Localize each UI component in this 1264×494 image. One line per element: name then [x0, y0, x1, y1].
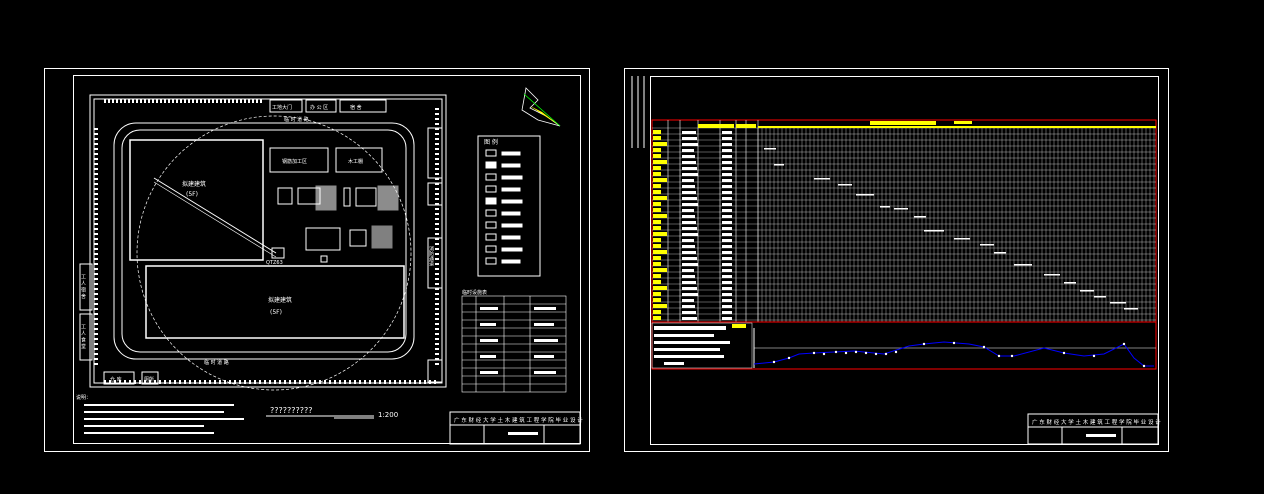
- top-road-labels: 工地大门 办 公 区 宿 舍 临 时 道 路 临 时 道 路: [204, 99, 387, 366]
- svg-text:木工棚: 木工棚: [348, 158, 363, 165]
- temporary-road: [113, 122, 415, 360]
- facility-table: 临时设施表: [461, 289, 567, 393]
- svg-text:仓 库: 仓 库: [110, 376, 122, 383]
- binding-strip: [631, 76, 645, 148]
- site-boundary: [89, 94, 447, 388]
- svg-text:1:200: 1:200: [378, 411, 398, 419]
- svg-text:临 时 道 路: 临 时 道 路: [284, 116, 309, 123]
- resource-chart: [651, 321, 1156, 369]
- bottom-facilities: 仓 库 厕所: [103, 371, 159, 385]
- svg-text:QTZ63: QTZ63: [266, 260, 283, 266]
- notes: 说明：: [76, 394, 244, 434]
- tower-crane: QTZ63: [153, 177, 285, 266]
- svg-text:(5F): (5F): [186, 191, 198, 198]
- svg-text:拟建建筑: 拟建建筑: [182, 180, 206, 188]
- left-side-facilities: 工 人 宿 舍 工 人 食 堂: [79, 263, 93, 361]
- schedule-table: [651, 119, 1157, 370]
- svg-text:广 东 财 经 大 学 土 木 建 筑 工 程 学 院 毕: 广 东 财 经 大 学 土 木 建 筑 工 程 学 院 毕 业 设 计: [1032, 418, 1161, 426]
- drawing-label: ?????????? 1:200: [266, 406, 398, 419]
- title-block: 广 东 财 经 大 学 土 木 建 筑 工 程 学 院 毕 业 设 计: [1027, 413, 1161, 445]
- title-block: 广 东 财 经 大 学 土 木 建 筑 工 程 学 院 毕 业 设 计: [449, 411, 583, 445]
- svg-text:宿 舍: 宿 舍: [350, 104, 362, 111]
- svg-text:临时设施表: 临时设施表: [462, 289, 487, 296]
- svg-text:厕所: 厕所: [144, 376, 154, 383]
- schedule-sheet[interactable]: 广 东 财 经 大 学 土 木 建 筑 工 程 学 院 毕 业 设 计: [624, 68, 1169, 452]
- svg-text:图 例: 图 例: [484, 138, 498, 146]
- svg-text:工地大门: 工地大门: [272, 104, 292, 111]
- svg-text:消防通道: 消防通道: [428, 245, 434, 267]
- north-arrow-icon: [521, 87, 561, 127]
- svg-text:办 公 区: 办 公 区: [310, 104, 328, 111]
- svg-text:工 人 食 堂: 工 人 食 堂: [80, 324, 86, 349]
- building-top: 拟建建筑 (5F): [129, 139, 264, 261]
- right-side-facilities: 消防通道: [427, 127, 443, 383]
- facility-boxes: 钢筋加工区 木工棚: [269, 147, 399, 263]
- svg-text:说明：: 说明：: [76, 394, 91, 401]
- svg-text:??????????: ??????????: [270, 406, 312, 415]
- svg-text:临 时 道 路: 临 时 道 路: [204, 359, 229, 366]
- svg-text:工 人 宿 舍: 工 人 宿 舍: [80, 274, 86, 300]
- crane-reach-circle: [136, 115, 412, 391]
- svg-text:拟建建筑: 拟建建筑: [268, 296, 292, 304]
- legend: 图 例: [477, 135, 541, 277]
- svg-text:广 东 财 经 大 学 土 木 建 筑 工 程 学 院 毕: 广 东 财 经 大 学 土 木 建 筑 工 程 学 院 毕 业 设 计: [454, 416, 583, 424]
- svg-text:钢筋加工区: 钢筋加工区: [282, 158, 307, 165]
- svg-text:(5F): (5F): [270, 309, 282, 316]
- site-plan-sheet[interactable]: 拟建建筑 (5F) 拟建建筑 (5F) QTZ63 钢筋加工区 木工棚 工地: [44, 68, 590, 452]
- building-bottom: 拟建建筑 (5F): [145, 265, 405, 339]
